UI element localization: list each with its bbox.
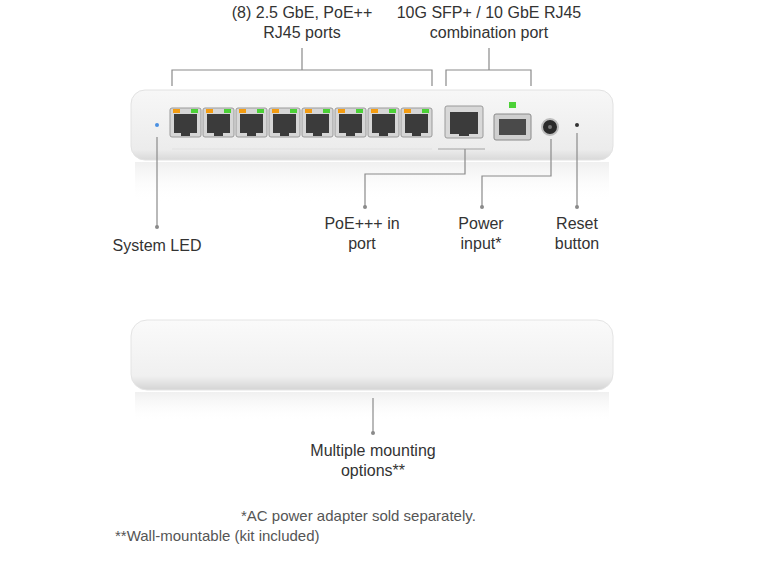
port-led-orange	[404, 109, 411, 113]
port-latch	[379, 131, 388, 136]
port-led-orange	[371, 109, 378, 113]
port-opening	[240, 114, 263, 133]
port-led-green	[191, 109, 198, 113]
port-opening	[306, 114, 329, 133]
bracket	[172, 48, 432, 86]
port-opening	[405, 114, 428, 133]
sfp-cage	[494, 114, 531, 140]
sfp-opening	[499, 119, 526, 135]
port-frame	[170, 108, 201, 137]
callout-label: PoE+++ in port	[314, 214, 410, 254]
port-led-orange	[239, 109, 246, 113]
port-opening	[339, 114, 362, 133]
port-marking	[438, 148, 485, 150]
port-led-green	[290, 109, 297, 113]
bracket-label: (8) 2.5 GbE, PoE++ RJ45 ports	[217, 3, 387, 43]
callout-label: Multiple mounting options**	[293, 441, 453, 481]
port-opening	[372, 114, 395, 133]
port-led-orange	[272, 109, 279, 113]
port-group	[170, 108, 432, 137]
port-marking	[172, 149, 432, 150]
rj45-10g-port	[445, 106, 483, 138]
port-latch	[181, 131, 190, 136]
rj45-port	[269, 108, 300, 137]
switch-front	[131, 90, 613, 160]
port-led-orange	[206, 109, 213, 113]
leader-dot	[575, 205, 579, 209]
rj45-port	[203, 108, 234, 137]
port-led-orange	[338, 109, 345, 113]
port-latch	[412, 131, 421, 136]
power-jack	[542, 119, 558, 135]
port-led-green	[422, 109, 429, 113]
port-led-green	[257, 109, 264, 113]
rj45-port	[401, 108, 432, 137]
leader-line	[365, 149, 465, 207]
callout-label: System LED	[97, 236, 217, 256]
port-led-orange	[173, 109, 180, 113]
leader-dot	[480, 205, 484, 209]
bracket-label: 10G SFP+ / 10 GbE RJ45 combination port	[394, 3, 584, 43]
leader-line	[482, 139, 551, 207]
bracket	[446, 48, 531, 86]
rj45-port	[236, 108, 267, 137]
callout-label: Power input*	[443, 214, 519, 254]
leader-line	[576, 133, 577, 207]
port-opening	[273, 114, 296, 133]
port-frame	[401, 108, 432, 137]
port-led-green	[323, 109, 330, 113]
port-led-green	[356, 109, 363, 113]
port-opening	[174, 114, 197, 133]
port-latch	[313, 131, 322, 136]
port-frame	[368, 108, 399, 137]
rj45-latch	[459, 131, 469, 136]
sfp-led	[509, 102, 516, 108]
leader-line	[372, 398, 373, 433]
port-frame	[335, 108, 366, 137]
port-frame	[236, 108, 267, 137]
rj45-port	[368, 108, 399, 137]
rj45-port	[302, 108, 333, 137]
rj45-port	[170, 108, 201, 137]
port-latch	[280, 131, 289, 136]
footnote: **Wall-mountable (kit included)	[115, 526, 320, 545]
port-frame	[203, 108, 234, 137]
port-frame	[302, 108, 333, 137]
leader-dot	[363, 205, 367, 209]
reflection	[135, 162, 609, 202]
port-latch	[247, 131, 256, 136]
callout-label: Reset button	[539, 214, 615, 254]
power-pin	[548, 125, 552, 129]
port-led-green	[224, 109, 231, 113]
leader-line	[156, 137, 157, 226]
footnote: *AC power adapter sold separately.	[241, 506, 476, 525]
port-frame	[269, 108, 300, 137]
port-opening	[207, 114, 230, 133]
reset-hole	[575, 123, 579, 127]
port-latch	[346, 131, 355, 136]
port-led-orange	[305, 109, 312, 113]
port-led-green	[389, 109, 396, 113]
leader-dot	[371, 431, 375, 435]
port-latch	[214, 131, 223, 136]
switch-body	[131, 320, 613, 390]
system-led	[155, 123, 159, 127]
reflection	[135, 392, 609, 422]
rj45-opening	[450, 112, 478, 134]
rj45-port	[335, 108, 366, 137]
leader-dot	[155, 225, 159, 229]
